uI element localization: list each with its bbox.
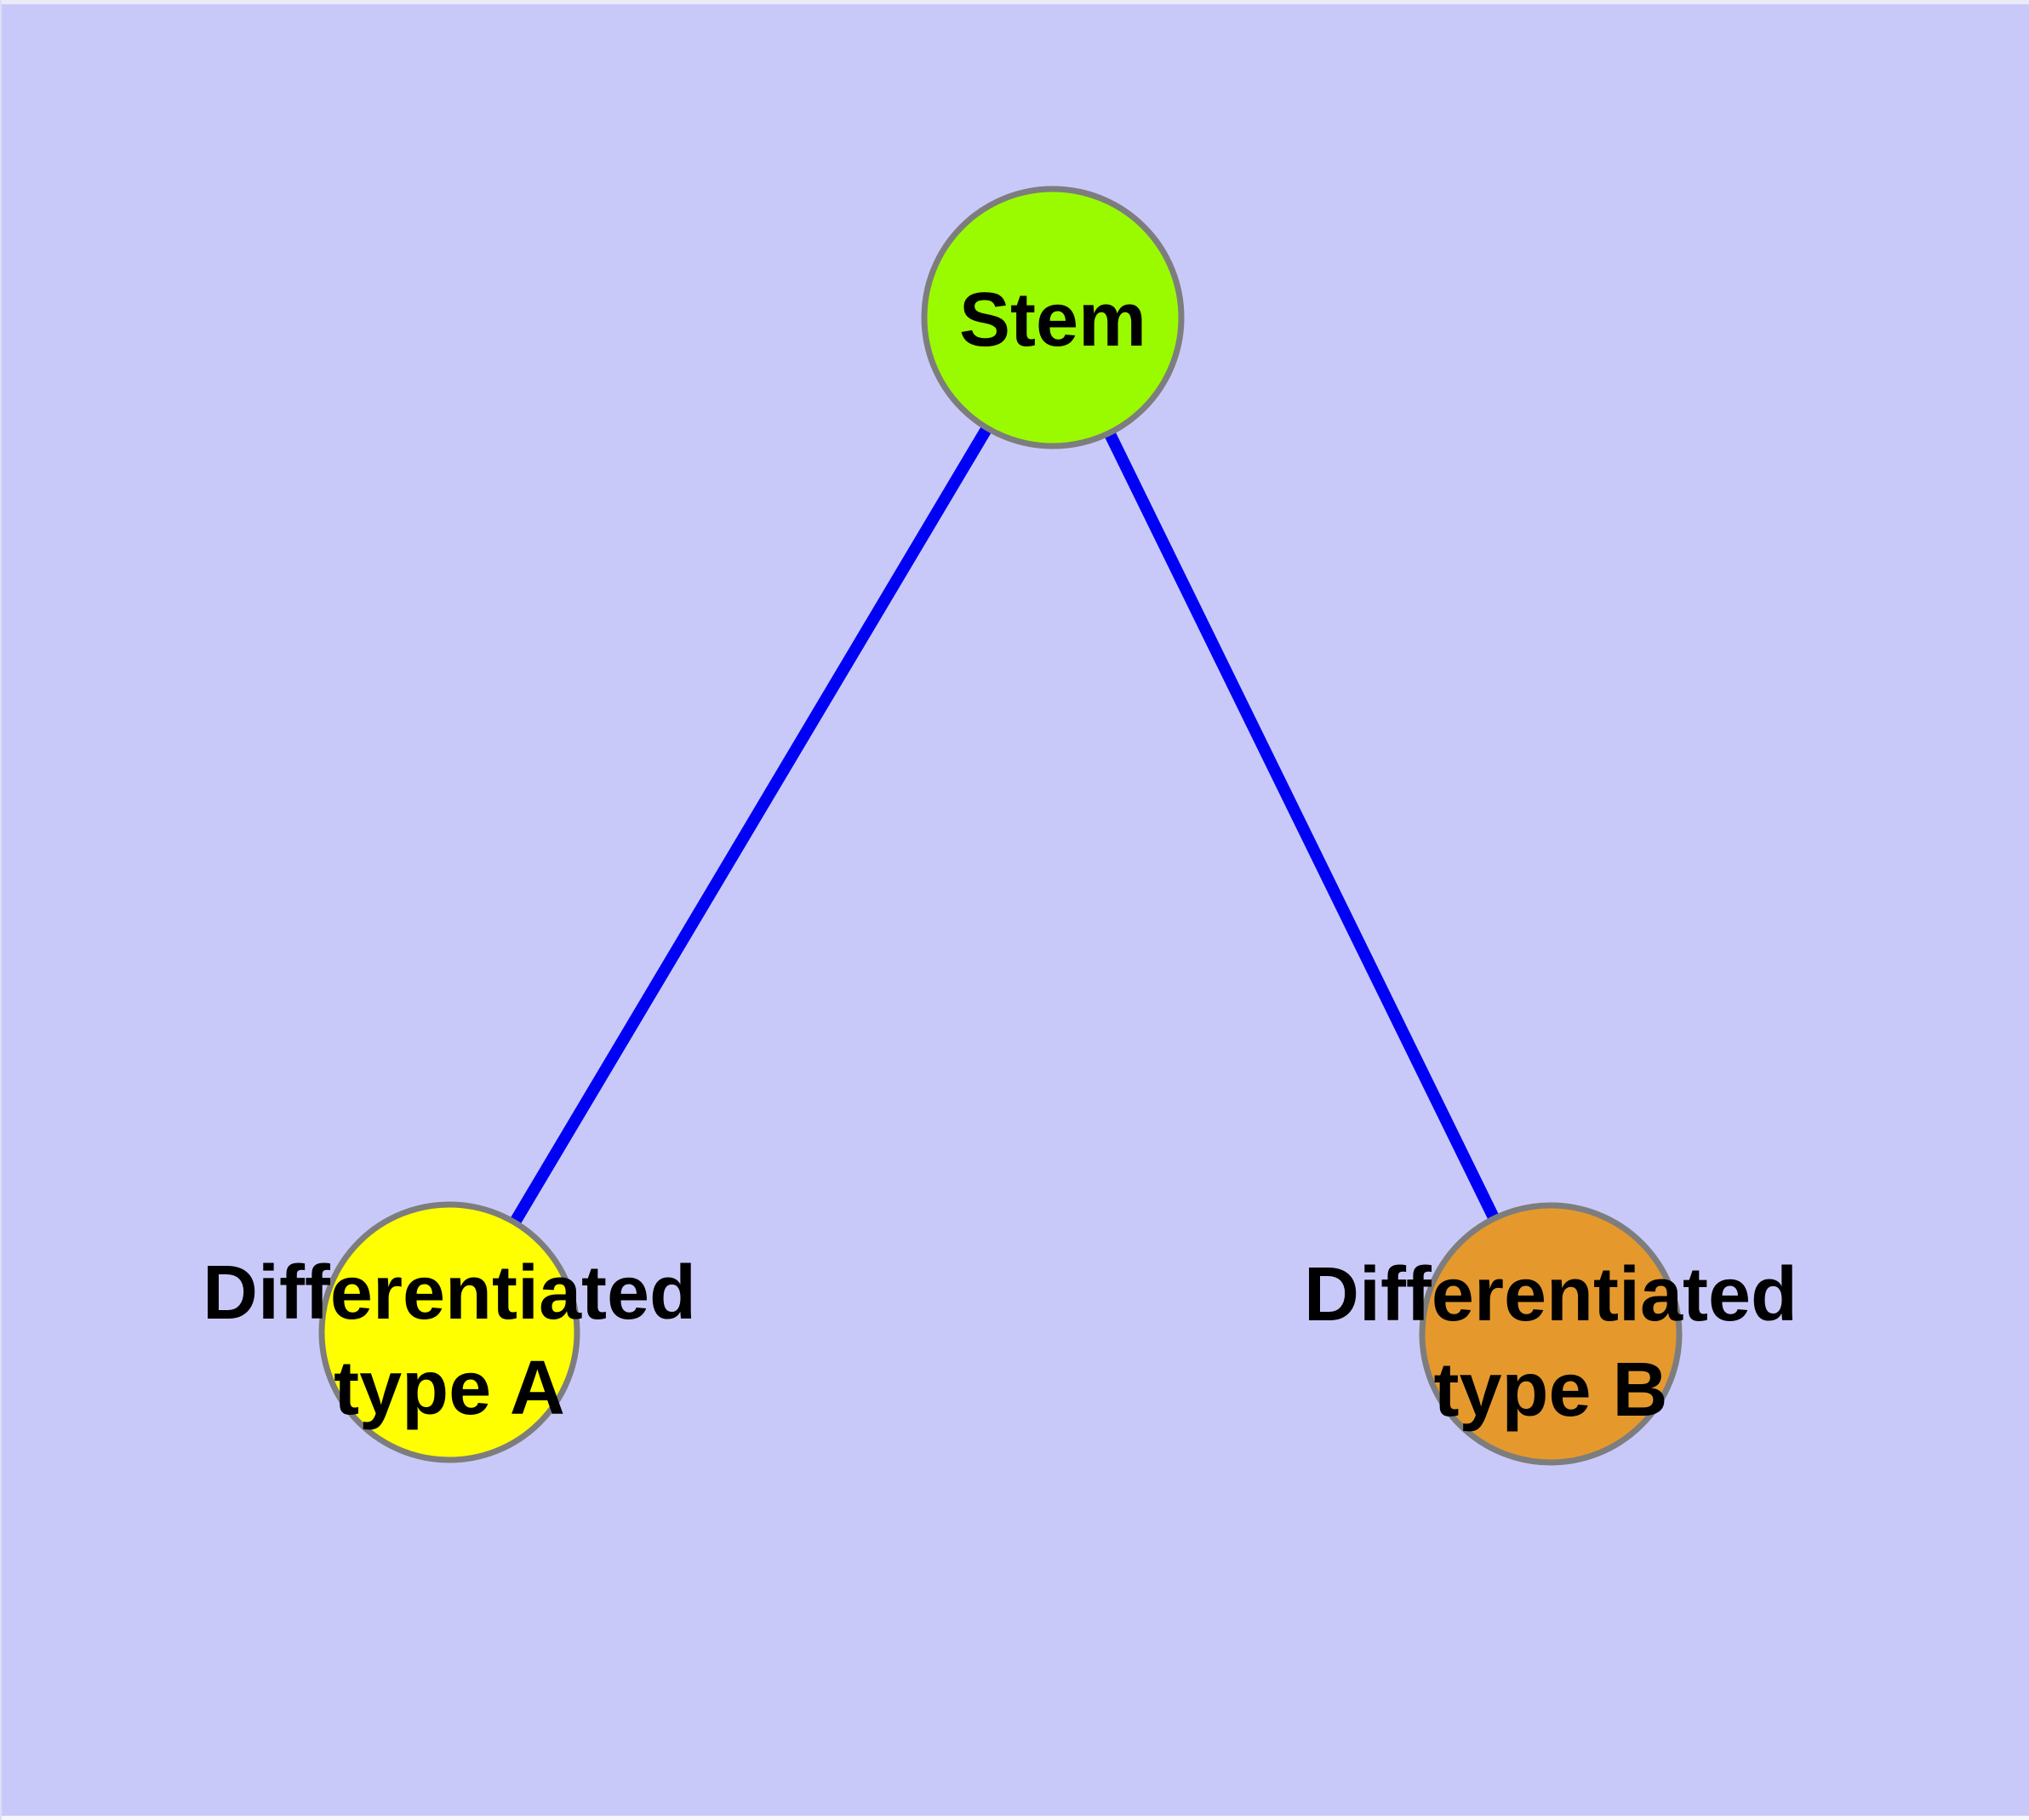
type-a-node-label-line2: type A [334,1346,565,1431]
type-a-node-label-line1: Differentiated [203,1251,696,1336]
type-b-node [1419,1202,1683,1466]
canvas-bottom-edge [0,1816,2029,1820]
type-a-node [318,1201,580,1463]
canvas-left-edge [0,0,2,1820]
stem-node [921,186,1185,449]
edge-stem-to-type-a [443,314,1059,1336]
canvas-top-edge [0,0,2029,4]
edge-stem-to-type-b [1047,314,1557,1337]
type-b-node-label-line2: type B [1433,1348,1667,1433]
type-b-node-label-line1: Differentiated [1304,1252,1798,1337]
stem-node-label: Stem [959,278,1146,363]
